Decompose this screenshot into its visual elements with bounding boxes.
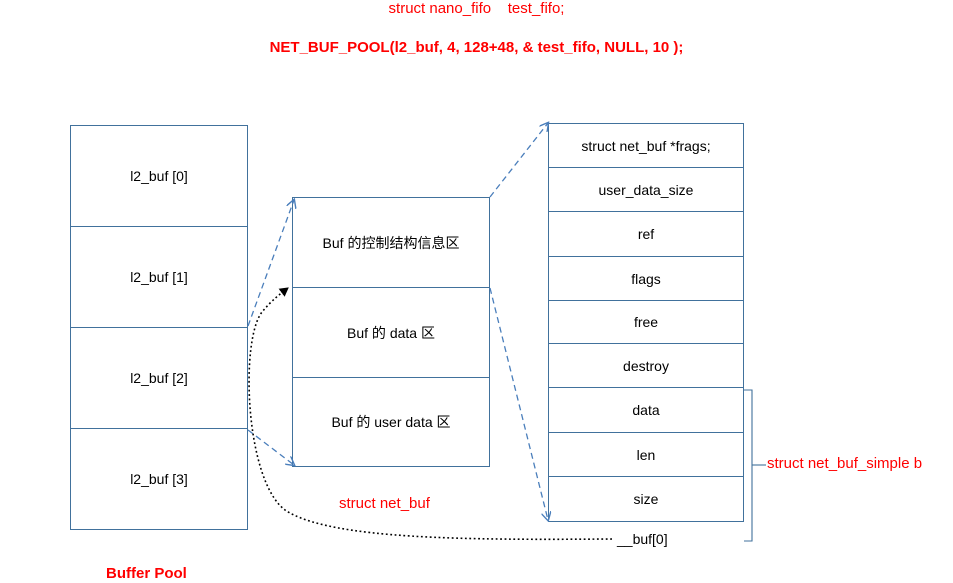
field-flags: flags — [548, 256, 744, 301]
field-free: free — [548, 300, 744, 344]
net-buf-simple-label: struct net_buf_simple b — [767, 455, 923, 472]
net-buf-user-data-region: Buf 的 user data 区 — [292, 377, 490, 467]
arrow-netbuf-to-fields-bottom — [489, 287, 548, 520]
field-destroy: destroy — [548, 343, 744, 388]
field-ref: ref — [548, 211, 744, 257]
net-buf-simple-bracket — [744, 389, 753, 542]
pool-macro-call: NET_BUF_POOL(l2_buf, 4, 128+48, & test_f… — [269, 39, 684, 56]
field-label: free — [633, 314, 659, 330]
field-label: ref — [637, 226, 655, 242]
field-label: data — [632, 402, 660, 418]
arrow-pool-to-netbuf-top — [247, 200, 294, 327]
pool-item-label: l2_buf [2] — [130, 370, 188, 386]
field-label: flags — [631, 270, 661, 287]
region-label: Buf 的 data 区 — [347, 324, 435, 341]
buf0-label: __buf[0] — [617, 531, 668, 547]
arrow-buf0-to-data-region — [248, 287, 613, 541]
fifo-declaration: struct nano_fifo test_fifo; — [388, 0, 565, 17]
pool-item-0: l2_buf [0] — [70, 125, 248, 227]
arrow-netbuf-to-fields-top — [489, 123, 548, 198]
pool-item-3: l2_buf [3] — [70, 428, 248, 530]
pool-item-label: l2_buf [0] — [130, 168, 188, 184]
field-label: struct net_buf *frags; — [581, 137, 711, 154]
net-buf-control-region: Buf 的控制结构信息区 — [292, 197, 490, 288]
field-label: user_data_size — [598, 181, 694, 198]
net-buf-data-region: Buf 的 data 区 — [292, 287, 490, 378]
field-label: size — [633, 491, 659, 507]
field-size: size — [548, 476, 744, 522]
field-frags: struct net_buf *frags; — [548, 123, 744, 168]
region-label: Buf 的控制结构信息区 — [322, 234, 460, 251]
field-label: destroy — [623, 357, 669, 374]
field-user-data-size: user_data_size — [548, 167, 744, 212]
pool-item-2: l2_buf [2] — [70, 327, 248, 429]
buffer-pool-caption: Buffer Pool — [106, 565, 187, 582]
region-label: Buf 的 user data 区 — [331, 414, 451, 430]
field-label: len — [636, 446, 656, 463]
pool-item-label: l2_buf [1] — [130, 269, 188, 285]
pool-item-label: l2_buf [3] — [130, 471, 188, 487]
net-buf-caption: struct net_buf — [339, 495, 430, 512]
